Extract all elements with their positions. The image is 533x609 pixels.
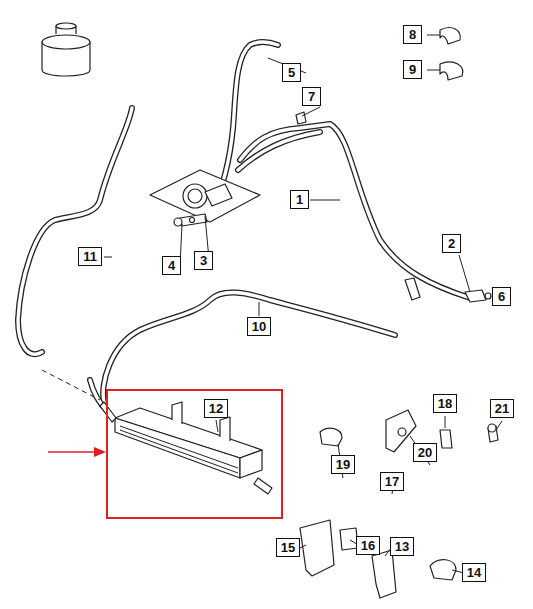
callout-box: 10 <box>247 317 271 336</box>
callout-number: 17 <box>385 474 399 489</box>
callout-box: 1 <box>290 190 309 209</box>
callout-box: 12 <box>204 399 228 418</box>
callout-box: 3 <box>194 251 213 270</box>
callout-number: 14 <box>467 565 481 580</box>
callout-number: 6 <box>498 289 505 304</box>
callout-box: 11 <box>78 247 102 266</box>
callout-box: 9 <box>403 60 422 79</box>
callout-box: 7 <box>302 87 321 106</box>
callout-box: 2 <box>442 234 461 253</box>
callout-number: 11 <box>83 249 97 264</box>
callout-number: 12 <box>209 401 223 416</box>
callout-number: 7 <box>308 89 315 104</box>
callout-number: 19 <box>336 457 350 472</box>
callout-box: 19 <box>331 455 355 474</box>
callout-box: 20 <box>413 443 437 462</box>
callout-box: 4 <box>162 256 181 275</box>
callout-number: 15 <box>281 540 295 555</box>
callout-box: 17 <box>380 472 404 491</box>
callout-box: 6 <box>492 287 511 306</box>
callout-number: 3 <box>200 253 207 268</box>
callout-number: 21 <box>495 401 509 416</box>
callout-number: 1 <box>296 192 303 207</box>
callout-box: 13 <box>390 537 414 556</box>
callout-number: 2 <box>448 236 455 251</box>
callout-number: 18 <box>438 396 452 411</box>
callout-box: 8 <box>403 25 422 44</box>
callout-number: 16 <box>361 538 375 553</box>
callout-number: 20 <box>418 445 432 460</box>
callout-box: 18 <box>433 394 457 413</box>
callout-number: 8 <box>409 27 416 42</box>
callout-box: 5 <box>282 63 301 82</box>
callout-box: 15 <box>276 538 300 557</box>
callout-number: 10 <box>252 319 266 334</box>
callout-number: 5 <box>288 65 295 80</box>
callout-box: 14 <box>462 563 486 582</box>
callout-number: 13 <box>395 539 409 554</box>
callout-number: 9 <box>409 62 416 77</box>
callout-number: 4 <box>168 258 175 273</box>
callout-box: 16 <box>356 536 380 555</box>
callout-box: 21 <box>490 399 514 418</box>
